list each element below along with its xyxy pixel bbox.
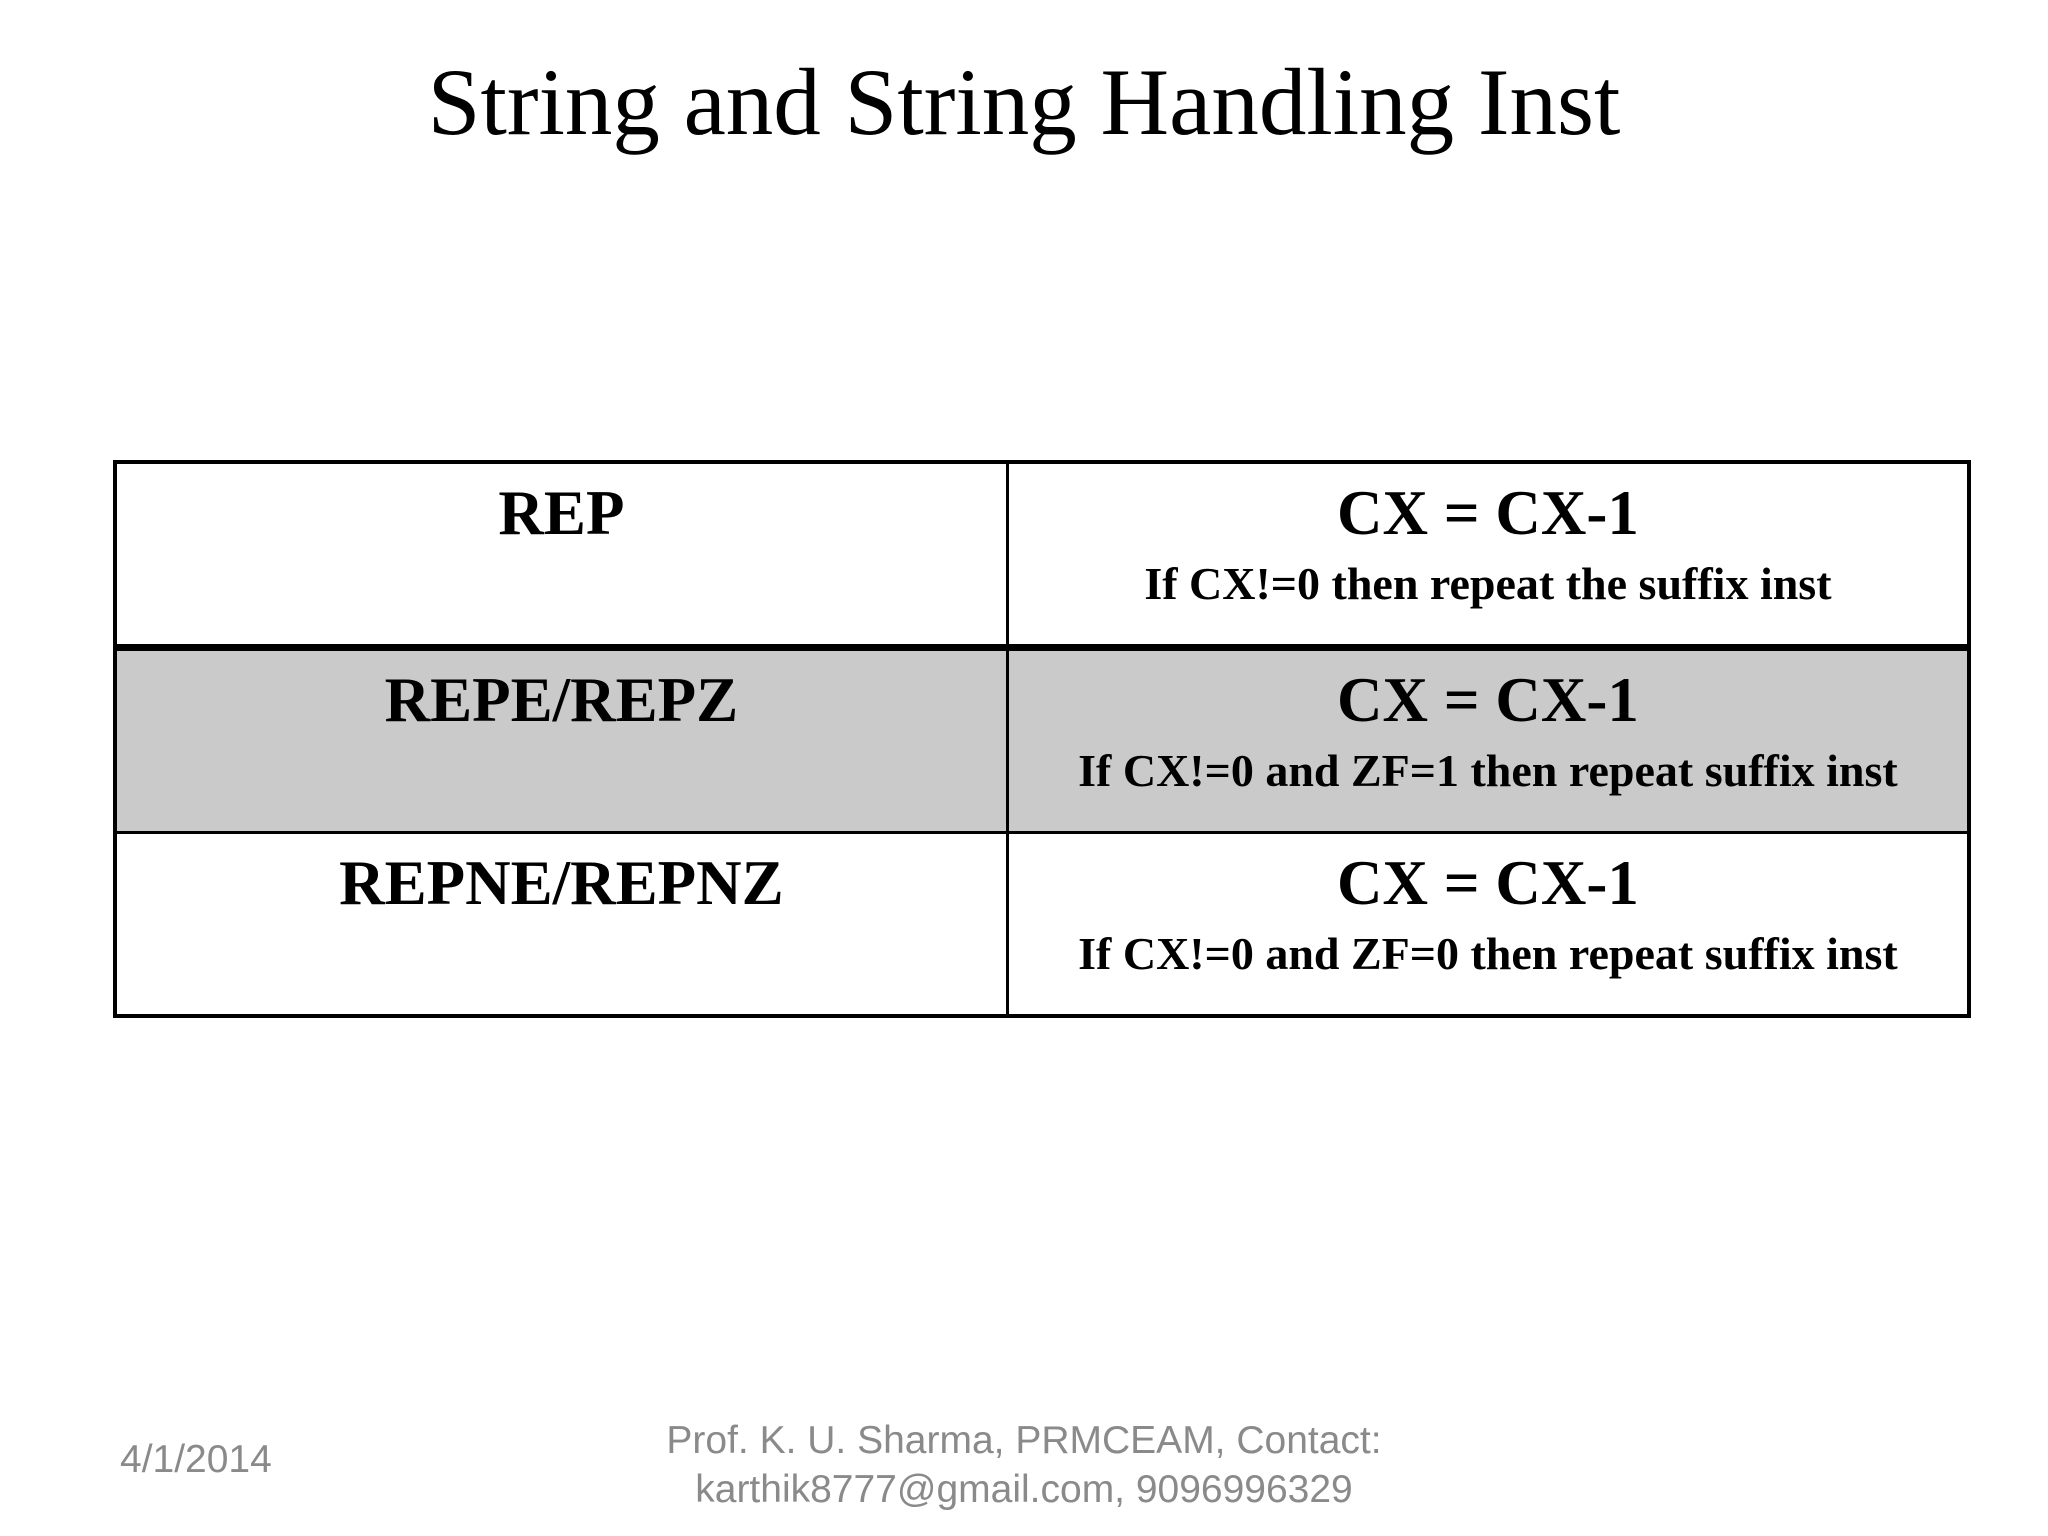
instruction-cell: REPNE/REPNZ	[113, 831, 1009, 1018]
table-row-repne-repnz: REPNE/REPNZ CX = CX-1 If CX!=0 and ZF=0 …	[113, 831, 1971, 1018]
instruction-label: REPE/REPZ	[384, 665, 739, 735]
footer-credit: Prof. K. U. Sharma, PRMCEAM, Contact: ka…	[0, 1416, 2048, 1514]
table-row-rep: REP CX = CX-1 If CX!=0 then repeat the s…	[113, 460, 1971, 649]
footer-date: 4/1/2014	[120, 1438, 272, 1481]
action-condition-text: If CX!=0 and ZF=0 then repeat suffix ins…	[1078, 927, 1898, 979]
instruction-label: REP	[498, 478, 625, 548]
string-instructions-table: REP CX = CX-1 If CX!=0 then repeat the s…	[113, 460, 1971, 1018]
action-cell: CX = CX-1 If CX!=0 then repeat the suffi…	[1005, 460, 1971, 649]
footer-credit-line2: karthik8777@gmail.com, 9096996329	[695, 1468, 1353, 1511]
action-main-text: CX = CX-1	[1336, 665, 1639, 735]
table-row-repe-repz: REPE/REPZ CX = CX-1 If CX!=0 and ZF=1 th…	[113, 644, 1971, 834]
action-cell: CX = CX-1 If CX!=0 and ZF=0 then repeat …	[1005, 831, 1971, 1018]
action-condition-text: If CX!=0 and ZF=1 then repeat suffix ins…	[1078, 744, 1898, 796]
instruction-cell: REPE/REPZ	[113, 644, 1009, 834]
footer-credit-line1: Prof. K. U. Sharma, PRMCEAM, Contact:	[666, 1419, 1382, 1462]
instruction-cell: REP	[113, 460, 1009, 649]
slide-title: String and String Handling Inst	[427, 49, 1621, 155]
action-main-text: CX = CX-1	[1336, 848, 1639, 918]
action-condition-text: If CX!=0 then repeat the suffix inst	[1144, 557, 1832, 609]
instruction-label: REPNE/REPNZ	[339, 848, 784, 918]
action-main-text: CX = CX-1	[1336, 478, 1639, 548]
action-cell: CX = CX-1 If CX!=0 and ZF=1 then repeat …	[1005, 644, 1971, 834]
